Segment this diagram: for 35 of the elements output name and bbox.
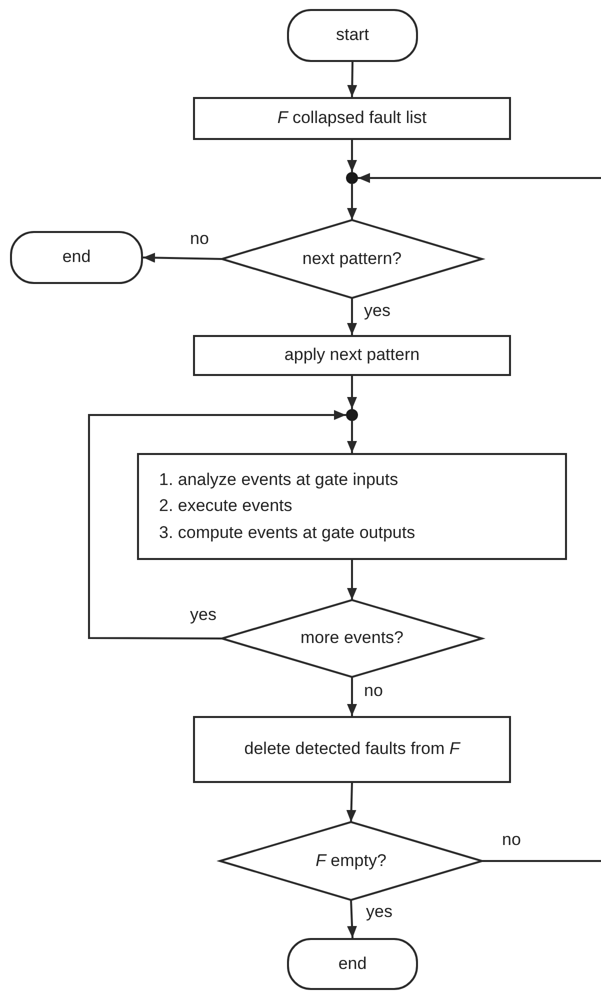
arrow [88, 410, 346, 640]
arrow [347, 421, 357, 453]
process-box [193, 97, 511, 140]
arrow [347, 900, 358, 938]
terminal-box [287, 938, 418, 990]
terminal-box [10, 231, 143, 284]
arrow [358, 173, 601, 183]
node-text: 2. execute events [159, 495, 292, 518]
process-box [193, 716, 511, 783]
arrow [142, 252, 222, 263]
arrow [347, 677, 357, 716]
arrow [347, 140, 357, 172]
node-text: end [338, 952, 367, 975]
arrow [347, 298, 357, 335]
node-text: end [62, 246, 91, 268]
node-text: next pattern? [302, 248, 402, 270]
process-box [193, 335, 511, 376]
connector-line [482, 860, 601, 862]
node-text: F empty? [316, 850, 386, 872]
node-text: delete detected faults from F [244, 738, 460, 760]
node-text: F collapsed fault list [277, 107, 427, 130]
arrow [346, 782, 356, 822]
arrow [347, 376, 357, 409]
arrow [347, 62, 358, 98]
node-text: apply next pattern [284, 344, 420, 366]
arrow [347, 560, 357, 600]
node-text: more events? [300, 627, 404, 650]
node-text: 1. analyze events at gate inputs [159, 468, 398, 491]
arrow [347, 184, 357, 220]
node-text: start [336, 24, 370, 46]
process-box [137, 453, 567, 560]
junction-dot [346, 172, 358, 184]
junction-dot [346, 409, 358, 421]
node-text: 3. compute events at gate outputs [159, 522, 416, 544]
terminal-box [287, 9, 418, 62]
